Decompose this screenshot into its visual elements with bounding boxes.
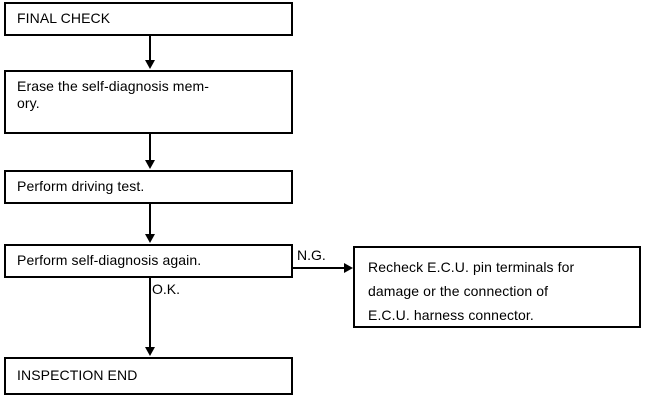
connector-self-diagnosis-to-recheck-ecu <box>292 267 346 269</box>
arrow-down-icon <box>145 160 155 169</box>
connector-self-diagnosis-to-inspection-end <box>149 278 151 350</box>
edge-label-ng: N.G. <box>297 247 326 263</box>
flow-node-inspection-end: INSPECTION END <box>4 357 293 395</box>
arrow-down-icon <box>145 60 155 69</box>
connector-driving-test-to-self-diagnosis <box>149 204 151 236</box>
flow-node-final-check: FINAL CHECK <box>4 2 293 36</box>
connector-final-check-to-erase-memory <box>149 36 151 62</box>
connector-erase-memory-to-driving-test <box>149 134 151 162</box>
flow-node-erase-memory: Erase the self-diagnosis mem- ory. <box>4 70 293 134</box>
arrow-down-icon <box>145 234 155 243</box>
arrow-right-icon <box>344 263 353 273</box>
edge-label-ok: O.K. <box>152 281 181 297</box>
flow-node-driving-test: Perform driving test. <box>4 170 293 204</box>
flow-node-recheck-ecu: Recheck E.C.U. pin terminals for damage … <box>353 246 641 328</box>
arrow-down-icon <box>145 347 155 356</box>
flow-node-perform-self-diagnosis-again: Perform self-diagnosis again. <box>4 244 293 278</box>
